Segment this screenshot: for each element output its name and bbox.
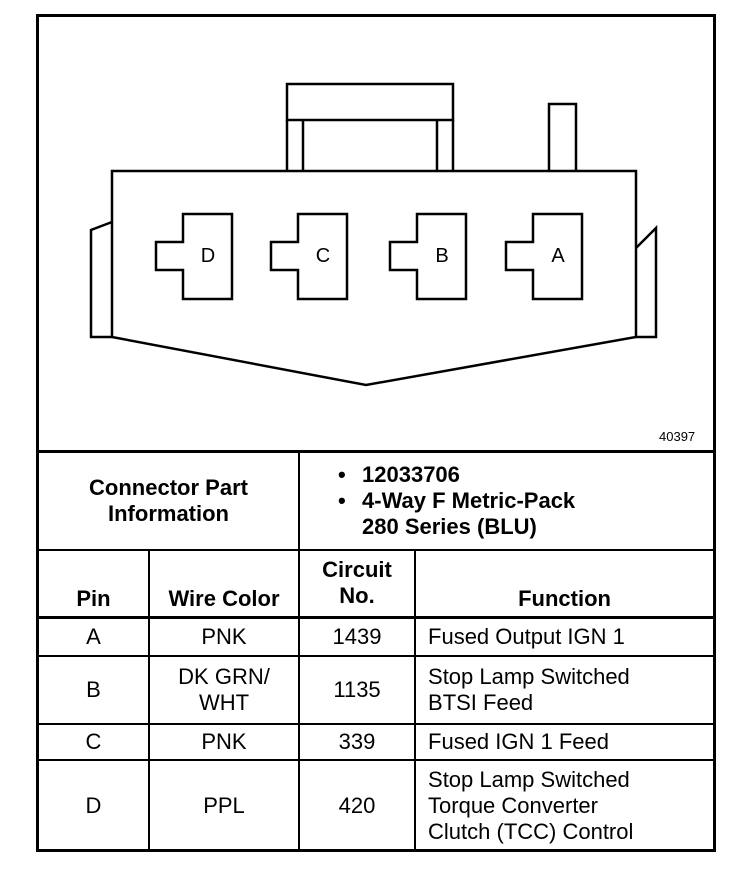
circuit-number-cell: 339 (298, 722, 417, 761)
pin-cell: B (39, 654, 150, 725)
connector-series-item: 280 Series (BLU) (362, 513, 537, 539)
wire-color-cell: PPL (147, 758, 301, 852)
header-circuit-no: Circuit No. (298, 548, 417, 618)
function-cell: Fused Output IGN 1 (414, 616, 714, 657)
connector-info-label: Connector Part Information (39, 450, 301, 551)
connector-info-label-line2: Information (108, 500, 229, 526)
header-wire-color: Wire Color (147, 548, 301, 618)
connector-chevron (111, 335, 637, 387)
pin-cell: C (39, 722, 150, 761)
cavity-d (154, 212, 234, 301)
connector-pinout-table: Connector Part Information •12033706 •4-… (39, 450, 714, 852)
wire-color-cell: PNK (147, 722, 301, 761)
cavity-label-b: B (435, 245, 448, 267)
cavity-a (504, 212, 584, 301)
wire-color-cell: DK GRN/WHT (147, 654, 301, 725)
pin-cell: D (39, 758, 150, 852)
side-latch-right (635, 224, 658, 339)
side-latch-left (89, 220, 113, 339)
key-post (547, 102, 578, 171)
connector-info-list: •12033706 •4-Way F Metric-Pack 280 Serie… (298, 450, 714, 551)
header-function: Function (414, 548, 714, 618)
function-cell: Fused IGN 1 Feed (414, 722, 714, 761)
circuit-number-cell: 1439 (298, 616, 417, 657)
connector-info-label-line1: Connector Part (89, 474, 248, 500)
connector-info-row: Connector Part Information •12033706 •4-… (39, 450, 714, 551)
circuit-number-cell: 1135 (298, 654, 417, 725)
lock-tab (285, 82, 455, 122)
header-pin: Pin (39, 548, 150, 618)
connector-type-item: •4-Way F Metric-Pack (338, 487, 576, 513)
header-row: Pin Wire Color Circuit No. Function (39, 548, 714, 618)
circuit-number-cell: 420 (298, 758, 417, 852)
cavity-label-a: A (551, 245, 565, 267)
wire-color-cell: PNK (147, 616, 301, 657)
cavity-b (388, 212, 468, 301)
figure-number: 40397 (659, 429, 696, 444)
cavity-label-d: D (201, 245, 215, 267)
part-number-item: •12033706 (338, 461, 460, 487)
cavity-c (269, 212, 349, 301)
cavity-label-c: C (316, 245, 330, 267)
connector-body (110, 169, 638, 337)
pin-cell: A (39, 616, 150, 657)
